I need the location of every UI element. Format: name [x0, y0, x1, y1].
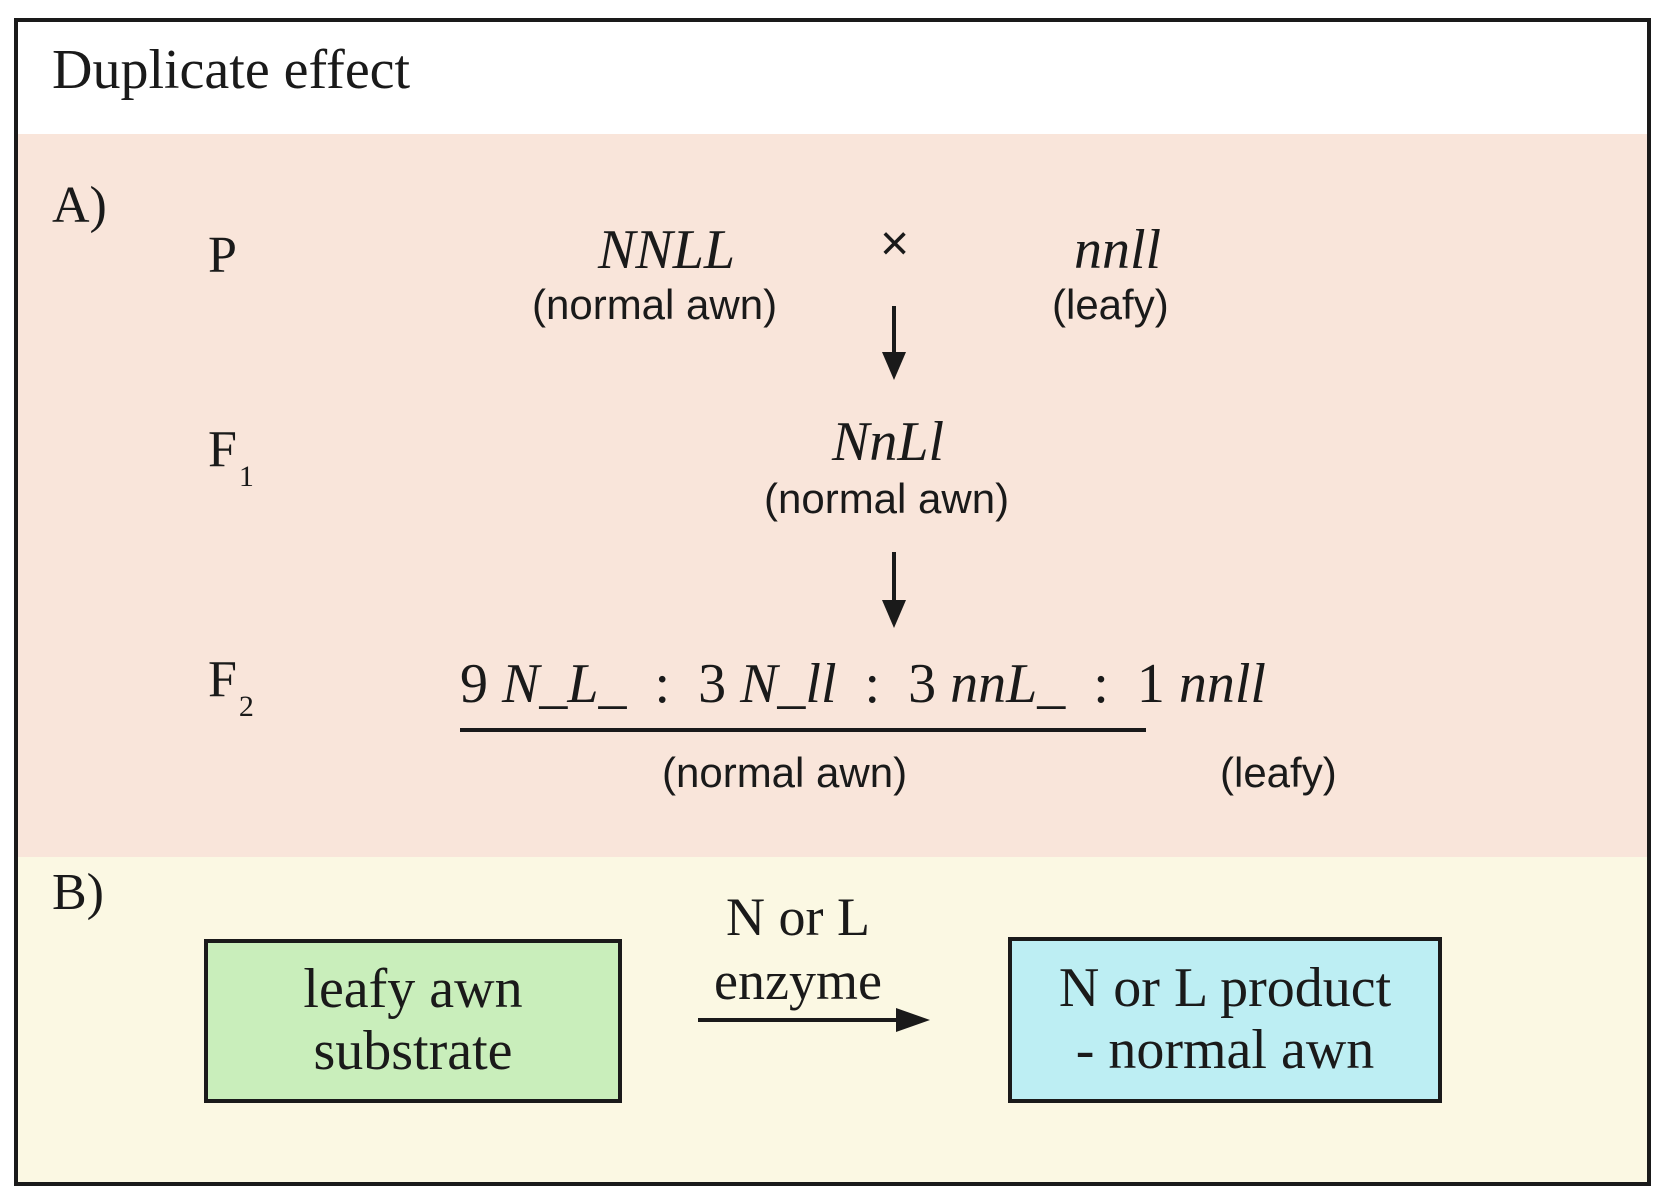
f2-class1-count: 9 [460, 653, 488, 715]
enzyme-line-2: enzyme [714, 951, 882, 1011]
f2-class3-count: 3 [908, 653, 937, 715]
f2-class2-genotype: N_ll [740, 653, 837, 715]
row-label-p: P [208, 227, 237, 284]
f1-phenotype: (normal awn) [764, 475, 1010, 522]
row-label-f2: F2 [208, 651, 254, 722]
product-line-1: N or L product [1058, 957, 1392, 1020]
parent2-phenotype: (leafy) [1052, 281, 1169, 328]
diagram-title: Duplicate effect [52, 39, 411, 101]
cross-symbol: × [880, 215, 910, 271]
diagram-frame: Duplicate effect A) P F1 F2 NNLL (normal… [14, 18, 1651, 1186]
panel-b-arrows [698, 1008, 930, 1032]
f2-ratio-line: 9 N_L_ : 3 N_ll : 3 nnL_ : 1 nnll [460, 656, 1266, 712]
arrow-right-icon [698, 1008, 930, 1032]
f2-class2-count: 3 [698, 653, 727, 715]
f2-separator-1: : [654, 653, 671, 715]
product-line-2: - normal awn [1075, 1019, 1375, 1081]
f2-group-phenotype: (normal awn) [662, 749, 908, 796]
f2-separator-2: : [864, 653, 881, 715]
parent1-phenotype: (normal awn) [532, 281, 778, 328]
f2-class4-count: 1 [1136, 653, 1165, 715]
panel-a: A) P F1 F2 NNLL (normal awn) × nnll (lea… [18, 134, 1647, 857]
f2-last-phenotype: (leafy) [1220, 749, 1337, 796]
panel-a-arrows [460, 306, 1146, 732]
arrow-down-icon [882, 552, 906, 628]
parent1-genotype: NNLL [598, 219, 735, 281]
row-label-f2-sub: 2 [238, 690, 254, 723]
row-label-f2-main: F [208, 651, 237, 708]
row-label-f1: F1 [208, 421, 254, 492]
substrate-box: leafy awn substrate [204, 939, 622, 1103]
panel-b-label: B) [52, 864, 104, 921]
panel-a-label: A) [52, 177, 107, 234]
enzyme-line-1: N or L [726, 887, 870, 947]
row-label-f1-sub: 1 [238, 460, 254, 493]
product-box: N or L product - normal awn [1008, 937, 1442, 1103]
row-label-f1-main: F [208, 421, 237, 478]
parent2-genotype: nnll [1074, 219, 1162, 281]
f2-class3-genotype: nnL_ [950, 653, 1066, 715]
panel-b: B) leafy awn substrate N or L enzyme N o… [18, 857, 1647, 1182]
substrate-line-2: substrate [313, 1020, 513, 1082]
f2-separator-3: : [1093, 653, 1109, 715]
substrate-line-1: leafy awn [303, 958, 523, 1021]
f2-class4-genotype: nnll [1178, 653, 1266, 715]
arrow-down-icon [882, 306, 906, 380]
enzyme-label: N or L enzyme [698, 885, 898, 1013]
f2-class1-genotype: N_L_ [502, 653, 627, 715]
f1-genotype: NnLl [832, 411, 945, 473]
